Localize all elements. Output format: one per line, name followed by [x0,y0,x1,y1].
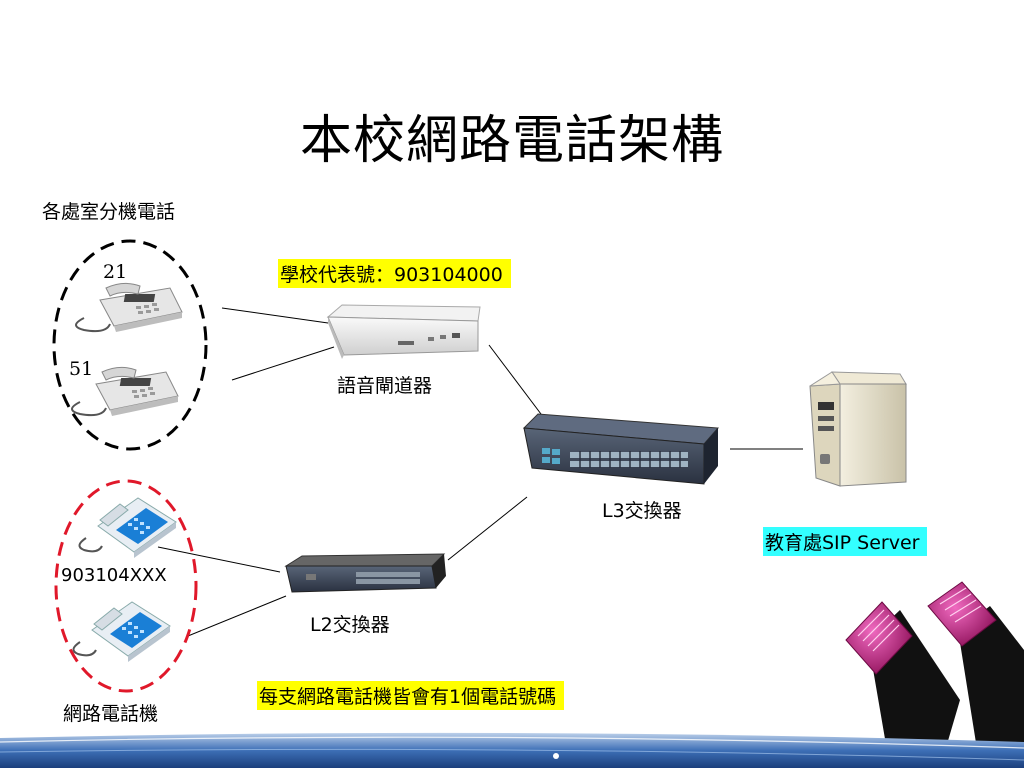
link-l2-l3 [447,496,528,561]
ip-phones-label: 網路電話機 [63,703,159,725]
l3-switch-label: L3交換器 [602,500,682,522]
school-number-label: 學校代表號：903104000 [278,259,511,288]
ip-phone-group-circle [54,479,198,693]
link-ipphone1-l2 [157,546,281,573]
sip-server-label: 教育處SIP Server [763,527,928,556]
voice-gateway-icon [326,304,481,359]
ip-phone-number-label: 903104XXX [61,565,167,586]
ip-phone-icon [78,497,177,558]
ethernet-plug-icon [845,601,960,768]
link-ipphone2-l2 [187,595,287,637]
network-switch-icon [284,553,446,593]
ip-phone-icon [72,601,171,662]
desk-phone-icon [71,366,179,417]
note-label: 每支網路電話機皆會有1個電話號碼 [257,681,565,710]
l2-switch-label: L2交換器 [310,614,390,636]
bottom-decorative-band [0,732,1024,768]
desk-phone-icon [75,282,183,333]
extension-51-label: 51 [69,358,94,380]
link-phone21-gateway [221,307,329,324]
ethernet-plug-icon [927,581,1024,768]
voice-gateway-label: 語音閘道器 [337,375,433,397]
network-switch-icon [522,413,720,485]
extension-group-circle [52,239,208,451]
extension-group-label: 各處室分機電話 [42,201,176,223]
server-tower-icon [809,371,907,487]
page-title: 本校網路電話架構 [299,111,724,171]
extension-21-label: 21 [103,261,128,283]
connection-lines [157,307,803,637]
link-gateway-l3 [488,344,545,419]
link-phone51-gateway [231,346,335,381]
